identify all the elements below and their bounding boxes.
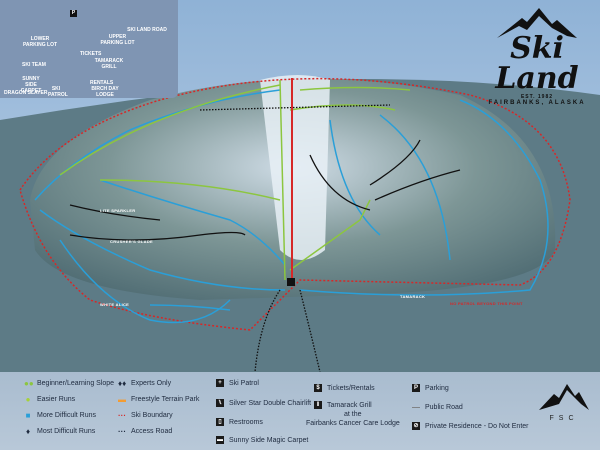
restroom-icon: ▯: [216, 418, 224, 426]
legend-boundary: ···Ski Boundary: [118, 411, 173, 420]
mountain-logo-icon: [497, 8, 577, 38]
ski-boundary: [19, 77, 571, 331]
logo-location: FAIRBANKS, ALASKA: [488, 100, 586, 106]
chairlift-icon: [287, 278, 295, 286]
run-label-tamarack: TAMARACK: [400, 294, 425, 299]
run-label-lite-sparkler: LITE SPARKLER: [100, 208, 135, 213]
tickets-icon: $: [314, 384, 322, 392]
legend-restrooms: ▯Restrooms: [216, 418, 263, 426]
upper-parking-label: UPPER PARKING LOT: [100, 34, 135, 46]
legend-private: ⊘Private Residence - Do Not Enter: [412, 422, 529, 430]
legend-tickets: $Tickets/Rentals: [314, 384, 375, 392]
birch-lodge-label: BIRCH DAY LODGE: [91, 86, 119, 98]
legend-most-difficult: ♦Most Difficult Runs: [25, 427, 96, 436]
legend-public-road: —Public Road: [412, 403, 463, 412]
legend-grill-at: at the: [344, 411, 362, 418]
ski-patrol-label: SKI PATROL: [48, 86, 68, 98]
grey-line-icon: —: [412, 403, 420, 412]
no-entry-icon: ⊘: [412, 422, 420, 430]
sunny-side-label: SUNNY SIDE CARPET: [20, 76, 42, 94]
chairlift-icon: ⑊: [216, 399, 224, 407]
map-legend: ●●Beginner/Learning Slope ●Easier Runs ■…: [0, 372, 600, 450]
base-area-inset-map: P LOWER PARKING LOT UPPER PARKING LOT SK…: [0, 0, 178, 98]
parking-icon: P: [70, 10, 77, 17]
grill-icon: ‖: [314, 401, 322, 409]
legend-grill: ‖Tamarack Grill: [314, 401, 372, 409]
cross-icon: +: [216, 379, 224, 387]
red-dash-icon: ···: [118, 411, 126, 420]
fsc-mountain-icon: [539, 384, 589, 410]
ski-team-label: SKI TEAM: [22, 62, 46, 68]
legend-more-difficult: ■More Difficult Runs: [25, 411, 97, 420]
easier-runs: [59, 79, 411, 281]
access-roads: [199, 104, 391, 372]
ski-land-road-label: SKI LAND ROAD: [127, 27, 167, 33]
most-difficult-runs: [69, 139, 461, 241]
legend-access-road: ···Access Road: [118, 427, 173, 436]
logo-est: EST. 1982: [520, 94, 554, 100]
fsc-logo: FSC: [535, 384, 593, 434]
dragon-slayer-label: DRAGON SLAYER: [4, 90, 48, 96]
black-diamond-icon: ♦: [25, 427, 31, 436]
legend-magic-carpet: ▬Sunny Side Magic Carpet: [216, 436, 309, 444]
double-diamond-icon: ♦♦: [118, 379, 127, 388]
ski-land-logo: Ski Land EST. 1982 FAIRBANKS, ALASKA: [478, 8, 596, 106]
run-label-no-patrol: NO PATROL BEYOND THIS POINT: [450, 301, 523, 306]
black-dash-icon: ···: [118, 427, 126, 436]
run-label-white-alice: WHITE ALICE: [100, 302, 129, 307]
green-dot-icon: ●: [25, 395, 31, 404]
orange-bar-icon: ▬: [118, 395, 126, 404]
legend-ski-patrol: +Ski Patrol: [216, 379, 259, 387]
tamarack-grill-label: TAMARACK GRILL: [94, 58, 124, 70]
legend-grill-lodge: Fairbanks Cancer Care Lodge: [306, 420, 400, 427]
more-difficult-runs: [34, 89, 549, 324]
parking-icon: P: [412, 384, 420, 392]
trail-map: LITE SPARKLER CRUSHER'S GLADE TAMARACK W…: [0, 0, 600, 372]
legend-easier: ●Easier Runs: [25, 395, 76, 404]
legend-terrain-park: ▬Freestyle Terrain Park: [118, 395, 200, 404]
legend-experts: ♦♦Experts Only: [118, 379, 172, 388]
blue-square-icon: ■: [25, 411, 31, 420]
legend-beginner: ●●Beginner/Learning Slope: [24, 379, 115, 388]
tickets-label: TICKETS: [80, 51, 102, 57]
legend-chairlift: ⑊Silver Star Double Chairlift: [216, 399, 311, 407]
logo-title: Ski Land: [495, 31, 579, 96]
run-label-crushers-glade: CRUSHER'S GLADE: [110, 239, 153, 244]
double-dot-icon: ●●: [24, 379, 34, 388]
magic-carpet-icon: ▬: [216, 436, 224, 444]
lower-parking-label: LOWER PARKING LOT: [22, 36, 58, 48]
rentals-label: RENTALS: [90, 80, 114, 86]
